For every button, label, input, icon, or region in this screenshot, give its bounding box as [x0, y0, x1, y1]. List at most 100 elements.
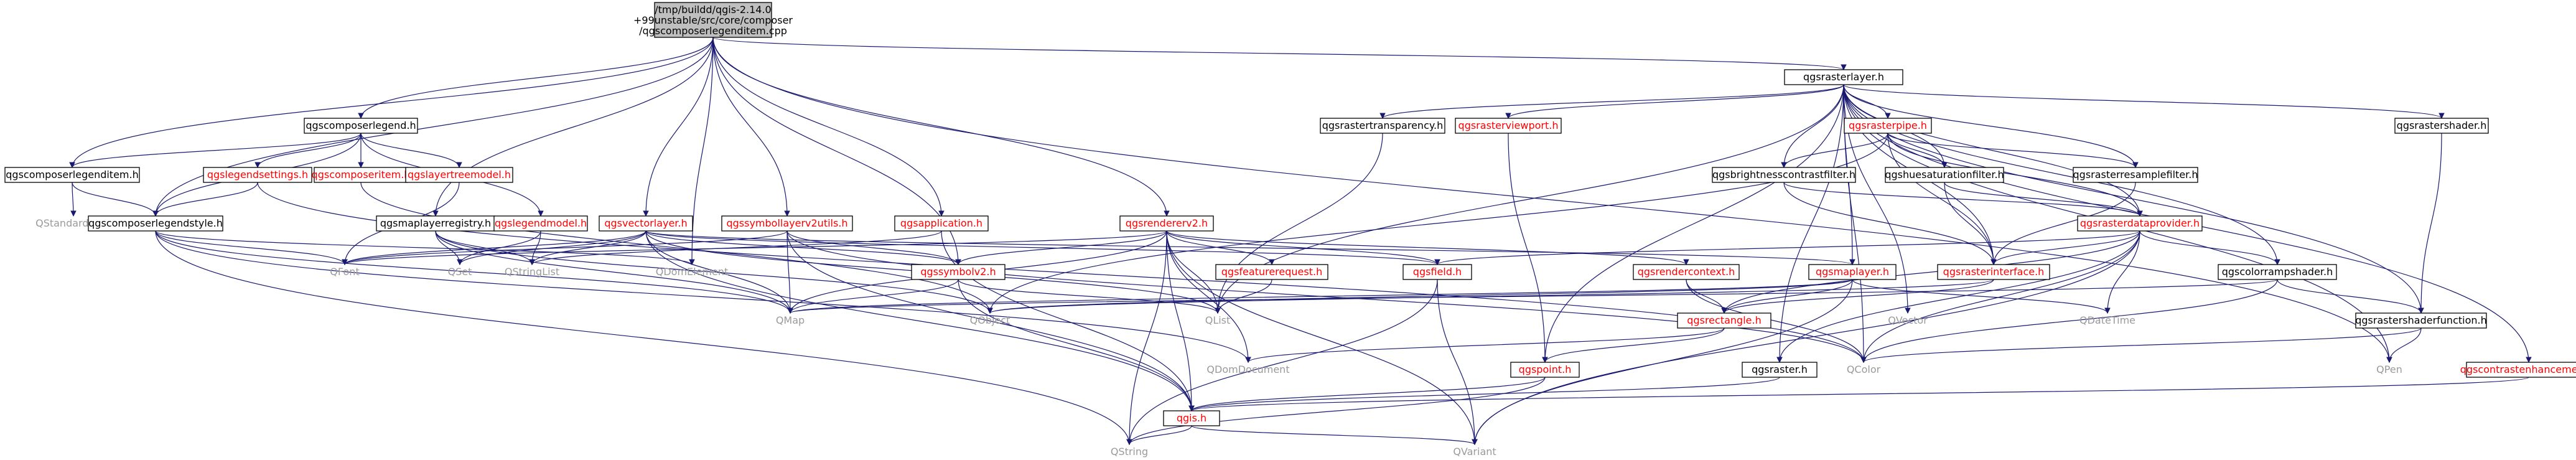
edge-qgsrasterinterface-to-qobject [987, 279, 1994, 314]
root-line-3: /qgscomposerlegenditem.cpp [639, 25, 787, 37]
edge-qgsrendererv2-to-qstring [1126, 230, 1167, 445]
node-qgssymbolv2[interactable]: qgssymbolv2.h [911, 264, 1006, 280]
edge-qgsrasterdataprovider-to-qcolor [1860, 230, 2140, 363]
node-qdomdocument: QDomDocument [1206, 364, 1289, 375]
label-qgsrastershaderfunction: qgsrastershaderfunction.h [2355, 314, 2487, 326]
node-qgscomposeritem[interactable]: qgscomposeritem.h [312, 167, 411, 183]
edge-qgscomposerlegendstyle-to-qmap [155, 230, 793, 314]
edge-qgsrasterpipe-to-qgsrasterresamplefilter [1887, 133, 2139, 168]
label-qgsrastershader: qgsrastershader.h [2397, 120, 2487, 131]
label-qgsrendercontext: qgsrendercontext.h [1638, 266, 1735, 278]
node-qgis[interactable]: qgis.h [1163, 410, 1220, 426]
edge-qgsrasterlayer-to-qgsrasterviewport [1505, 84, 1844, 119]
edge-qgsrasterpipe-to-qgsrasterinterface [1887, 133, 1997, 265]
label-qgsrendererv2: qgsrendererv2.h [1126, 217, 1208, 229]
node-qgslayertreemodel[interactable]: qgslayertreemodel.h [405, 167, 513, 183]
label-qgspoint: qgspoint.h [1519, 364, 1572, 375]
node-qset: QSet [448, 266, 472, 278]
node-qstring: QString [1111, 446, 1148, 458]
edge-qgsrasterlayer-to-qgspoint [1542, 84, 1844, 363]
edge-root-to-qgsrendererv2 [712, 37, 1170, 217]
node-qgssymbollayerv2utils[interactable]: qgssymbollayerv2utils.h [721, 215, 853, 232]
label-qcolor: QColor [1847, 364, 1881, 375]
node-qgsmaplayer[interactable]: qgsmaplayer.h [1808, 264, 1897, 280]
label-qgslegendsettings: qgslegendsettings.h [207, 169, 308, 181]
node-qgslegendmodel[interactable]: qgslegendmodel.h [493, 215, 588, 232]
edge-qgscomposerlegend-to-qgslayertreemodel [360, 133, 462, 168]
node-qgsfield[interactable]: qgsfield.h [1402, 264, 1472, 280]
edge-qgscomposerlegenditem-to-qgscomposerlegendstyle [72, 182, 159, 217]
edge-qgsrendercontext-to-qgsrectangle [1686, 279, 1727, 314]
label-qvariant: QVariant [1453, 446, 1496, 458]
node-qgsrasterpipe[interactable]: qgsrasterpipe.h [1844, 118, 1932, 134]
node-qgsraster[interactable]: qgsraster.h [1742, 362, 1818, 378]
edge-root-to-qgscomposerlegendstyle [152, 37, 714, 217]
node-qgscomposerlegend[interactable]: qgscomposerlegend.h [304, 118, 418, 134]
label-qgsfield: qgsfield.h [1413, 266, 1462, 278]
node-qgscomposerlegenditem[interactable]: qgscomposerlegenditem.h [4, 167, 140, 183]
edge-qgsrasterdataprovider-to-qdatetime [2104, 230, 2140, 314]
edge-qgscolorrampshader-to-qmap [787, 279, 2278, 314]
label-qgsapplication: qgsapplication.h [900, 217, 982, 229]
root-file-node[interactable]: /tmp/buildd/qgis-2.14.0 +99unstable/src/… [633, 2, 793, 38]
dependency-nodes: /tmp/buildd/qgis-2.14.0 +99unstable/src/… [4, 2, 2576, 458]
edge-qgscontrastenhancement-to-qgis [1188, 377, 2529, 411]
edge-qgsmaplayer-to-qmap [787, 279, 1853, 314]
label-qgsraster: qgsraster.h [1752, 364, 1808, 375]
label-qgscolorrampshader: qgscolorrampshader.h [2222, 266, 2333, 278]
node-qgsmaplayerregistry[interactable]: qgsmaplayerregistry.h [376, 215, 495, 232]
edge-qgsrectangle-to-qgspoint [1542, 327, 1725, 363]
node-qgspoint[interactable]: qgspoint.h [1510, 362, 1580, 378]
node-qgsrastershaderfunction[interactable]: qgsrastershaderfunction.h [2355, 312, 2487, 329]
node-qgsvectorlayer[interactable]: qgsvectorlayer.h [599, 215, 693, 232]
label-qlist: QList [1205, 314, 1231, 326]
edge-qgsvectorlayer-to-qmap [645, 230, 793, 314]
node-qgsfeaturerequest[interactable]: qgsfeaturerequest.h [1215, 264, 1328, 280]
edge-qgsmaplayer-to-qdatetime [1852, 279, 2111, 314]
node-qgsrasterresamplefilter[interactable]: qgsrasterresamplefilter.h [2073, 167, 2198, 183]
node-qgscomposerlegendstyle[interactable]: qgscomposerlegendstyle.h [88, 215, 223, 232]
node-qgsrastershader[interactable]: qgsrastershader.h [2394, 118, 2489, 134]
edge-qgsrendererv2-to-qgsfield [1166, 230, 1440, 265]
node-qvector: QVector [1888, 314, 1928, 326]
edge-qgsrendererv2-to-qgis [1166, 230, 1195, 411]
node-qgsrasterviewport[interactable]: qgsrasterviewport.h [1455, 118, 1562, 134]
edge-qgssymbollayerv2utils-to-qcolor [786, 230, 1867, 363]
label-qdomdocument: QDomDocument [1206, 364, 1289, 375]
node-qgscolorrampshader[interactable]: qgscolorrampshader.h [2218, 264, 2337, 280]
edge-qgsrendererv2-to-qfont [342, 230, 1167, 265]
edge-qgsrasterinterface-to-qgsrectangle [1721, 279, 1994, 314]
edge-qgscolorrampshader-to-qcolor [1860, 279, 2278, 363]
edge-qgsrasterlayer-to-qgsrasterdataprovider [1843, 84, 2143, 217]
edge-qgsmaplayer-to-qgsrectangle [1721, 279, 1853, 314]
edge-qgsrasterdataprovider-to-qgsrasterinterface [1990, 230, 2140, 265]
label-qgsrasterresamplefilter: qgsrasterresamplefilter.h [2073, 169, 2198, 181]
label-qfont: QFont [330, 266, 359, 278]
edge-qgsfield-to-qvariant [1437, 279, 1478, 445]
edge-qgsrasterlayer-to-qgsrasterresamplefilter [1843, 84, 2139, 168]
node-qgsrectangle[interactable]: qgsrectangle.h [1677, 312, 1771, 329]
edge-qgsrectangle-to-qdomdocument [1245, 327, 1725, 363]
node-qgshuesaturationfilter[interactable]: qgshuesaturationfilter.h [1885, 167, 2004, 183]
edge-root-to-qgsapplication [712, 37, 945, 217]
node-qgsrasterlayer[interactable]: qgsrasterlayer.h [1784, 69, 1903, 85]
node-qgsrastertransparency[interactable]: qgsrastertransparency.h [1320, 118, 1445, 134]
edge-qgsvectorlayer-to-qgssymbolv2 [645, 230, 961, 265]
edge-root-to-qgsmaplayerregistry [432, 37, 714, 217]
edge-qgshuesaturationfilter-to-qgsrasterdataprovider [1944, 182, 2143, 217]
node-qgsapplication[interactable]: qgsapplication.h [894, 215, 989, 232]
node-qgslegendsettings[interactable]: qgslegendsettings.h [203, 167, 312, 183]
node-qgsbrightnesscontrastfilter[interactable]: qgsbrightnesscontrastfilter.h [1712, 167, 1856, 183]
node-qgscontrastenhancement[interactable]: qgscontrastenhancement.h [2460, 362, 2576, 378]
edge-qgscomposerlegendstyle-to-qfont [155, 230, 348, 265]
edge-qgis-to-qvariant [1191, 425, 1478, 445]
node-qgsrendercontext[interactable]: qgsrendercontext.h [1633, 264, 1740, 280]
label-qgscomposerlegenditem: qgscomposerlegenditem.h [6, 169, 138, 181]
edge-qgscomposerlegendstyle-to-qdomdocument [155, 230, 1251, 363]
node-qstringlist: QStringList [505, 266, 559, 278]
node-qgsrendererv2[interactable]: qgsrendererv2.h [1119, 215, 1214, 232]
label-qgscomposeritem: qgscomposeritem.h [312, 169, 411, 181]
edge-qgsvectorlayer-to-qfont [342, 230, 646, 265]
node-qgsrasterinterface[interactable]: qgsrasterinterface.h [1937, 264, 2050, 280]
node-qgsrasterdataprovider[interactable]: qgsrasterdataprovider.h [2077, 215, 2203, 232]
